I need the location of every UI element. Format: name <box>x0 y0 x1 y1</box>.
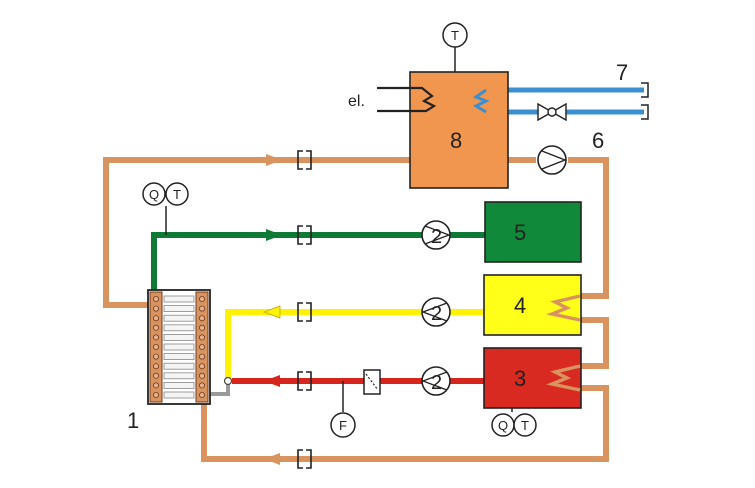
collector-header-stub <box>152 334 159 341</box>
collector-header-stub <box>152 353 159 360</box>
pump-6-label: 6 <box>592 128 604 153</box>
collector-header-stub <box>152 305 159 312</box>
pipe-gray-connector <box>206 381 230 396</box>
pump-3-label: 2 <box>431 372 442 394</box>
collector-header-stub <box>198 305 205 312</box>
flow-arrow-yellow <box>262 305 281 319</box>
dhw-7-label: 7 <box>616 60 628 85</box>
electric-label: el. <box>348 93 365 110</box>
collector-tube <box>163 391 195 399</box>
collector-tube <box>163 333 195 341</box>
collector-header-stub <box>152 382 159 389</box>
sensor-t-bottom <box>513 413 537 437</box>
sensor-q-bottom-label: Q <box>498 418 508 433</box>
flow-arrow-red <box>264 375 280 387</box>
collector-header-stub <box>198 372 205 379</box>
collector-tube <box>163 324 195 332</box>
tank-5 <box>484 201 582 263</box>
connector-bottom <box>297 449 312 469</box>
collector-tube <box>163 362 195 370</box>
electric-heater-coil <box>377 86 437 113</box>
collector-header-stub <box>198 334 205 341</box>
flow-arrow-green <box>266 229 282 241</box>
collector-header-stub <box>152 315 159 322</box>
collector-header-stub <box>152 295 159 302</box>
tank-4 <box>483 274 582 336</box>
collector-header-stub <box>198 353 205 360</box>
collector-header-stub <box>198 363 205 370</box>
collector-header-stub <box>152 372 159 379</box>
connector-red <box>297 371 312 391</box>
pump-4: 2 <box>421 297 451 327</box>
pipe-copper-coil4-to-coil3 <box>580 317 609 369</box>
collector-header-stub <box>198 315 205 322</box>
pipe-copper-supply-tank8 <box>103 157 410 308</box>
pipe-yellow <box>225 309 484 381</box>
sensor-t-left-label: T <box>173 187 181 202</box>
collector-tube <box>163 305 195 313</box>
tank-5-label: 5 <box>514 220 526 245</box>
collector-header-stub <box>198 343 205 350</box>
collector-label: 1 <box>127 408 139 433</box>
solar-collector <box>147 289 211 405</box>
collector-header-stub <box>198 391 205 398</box>
dhw-connector-upper <box>641 82 649 98</box>
pump-6 <box>537 145 567 175</box>
sensor-t-top-label: T <box>451 28 459 43</box>
dhw-coil <box>472 88 490 114</box>
pump-5: 2 <box>421 220 451 250</box>
dhw-valve-center <box>547 107 557 117</box>
flow-sensor-f <box>330 412 356 438</box>
flow-arrow-copper-bottom <box>264 453 280 465</box>
collector-tube <box>163 295 195 303</box>
collector-tube <box>163 381 195 389</box>
flow-sensor-f-label: F <box>339 418 347 433</box>
collector-header-stub <box>198 324 205 331</box>
flow-arrow-copper-top <box>266 154 282 166</box>
connector-yellow <box>297 302 312 322</box>
connector-top <box>297 150 312 170</box>
tank-3-label: 3 <box>514 366 526 391</box>
pipe-green <box>151 232 485 290</box>
dhw-connector-lower <box>641 104 649 120</box>
collector-tube <box>163 314 195 322</box>
coil-4 <box>546 294 581 322</box>
sensor-t-left <box>165 182 189 206</box>
collector-header-stub <box>152 391 159 398</box>
dhw-valve <box>537 102 554 122</box>
sensor-q-left <box>142 182 166 206</box>
connector-green <box>297 225 312 245</box>
pump-5-label: 2 <box>431 226 442 248</box>
collector-header-stub <box>152 363 159 370</box>
pump-4-label: 2 <box>431 303 442 325</box>
pump-3: 2 <box>421 366 451 396</box>
sensor-t-bottom-label: T <box>521 418 529 433</box>
sensor-q-left-label: Q <box>149 187 159 202</box>
pipe-copper-return <box>201 385 609 462</box>
collector-header-stub <box>152 324 159 331</box>
junction-node <box>223 376 233 386</box>
collector-tube <box>163 372 195 380</box>
tank-8-label: 8 <box>450 128 462 153</box>
pump-6-arrow <box>541 150 567 170</box>
collector-tube <box>163 343 195 351</box>
tank-4-label: 4 <box>514 293 526 318</box>
collector-tube <box>163 353 195 361</box>
collector-header-stub <box>152 343 159 350</box>
pipe-copper-pump6-to-coil4 <box>568 157 609 299</box>
coil-3 <box>546 364 581 392</box>
flow-meter-slash <box>365 373 379 391</box>
sensor-t-top <box>442 22 468 48</box>
collector-header-stub <box>198 382 205 389</box>
dhw-valve-right <box>550 102 567 122</box>
collector-header-stub <box>198 295 205 302</box>
